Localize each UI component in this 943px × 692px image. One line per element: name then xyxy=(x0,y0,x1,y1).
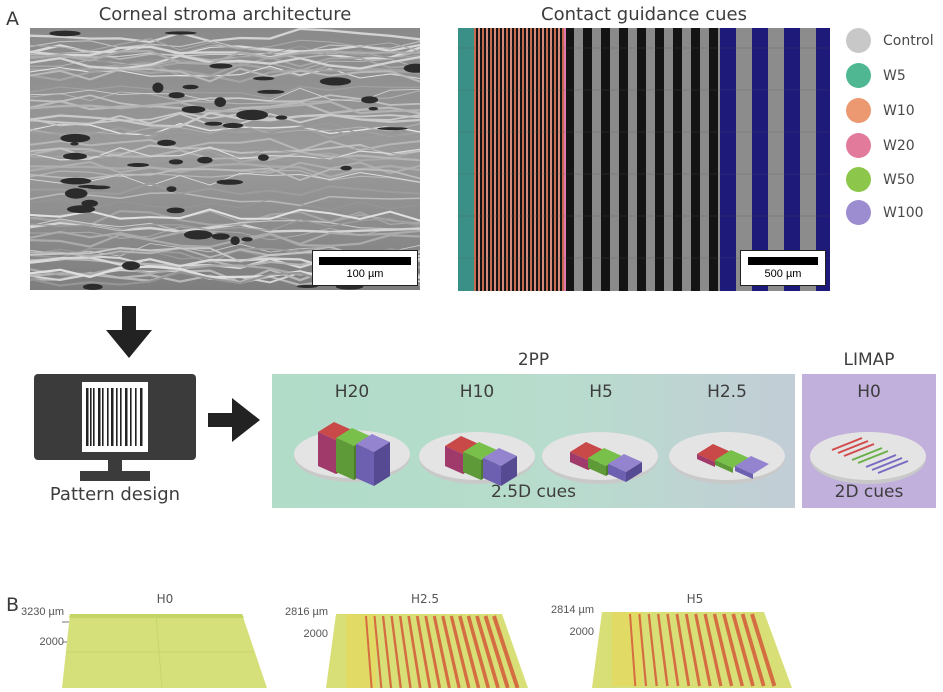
stroma-sem-image xyxy=(30,28,420,290)
guidance-scalebar-line xyxy=(748,256,818,265)
monitor-icon xyxy=(34,374,196,488)
down-arrow-icon xyxy=(106,306,152,362)
legend-label: W50 xyxy=(883,171,915,188)
legend-label: W5 xyxy=(883,67,906,84)
guidance-sem-image xyxy=(458,28,830,291)
height-map-h2-5 xyxy=(326,612,536,692)
legend-item-w100: W100 xyxy=(846,200,924,225)
cue-disc-h20 xyxy=(294,422,410,486)
height-map-h5 xyxy=(592,610,798,692)
map-top-tick-h5: 2814 µm xyxy=(550,604,594,616)
stroma-scalebar-label: 100 µm xyxy=(346,267,384,280)
legend-label: W10 xyxy=(883,102,915,119)
legend-dot-w50 xyxy=(846,167,871,192)
guidance-scalebar-label: 500 µm xyxy=(764,267,802,280)
pp-footer: 2.5D cues xyxy=(491,482,576,502)
legend-label: Control xyxy=(883,32,934,49)
legend-dot-w20 xyxy=(846,133,871,158)
pp-cue-illustrations xyxy=(294,422,785,486)
legend-label: W100 xyxy=(883,204,924,221)
legend-dot-w100 xyxy=(846,200,871,225)
limap-cue-illustration xyxy=(810,432,926,484)
map-title-h2-5: H2.5 xyxy=(410,592,440,606)
stroma-scalebar: 100 µm xyxy=(312,250,418,286)
right-arrow-icon xyxy=(208,398,260,446)
legend-dot-w5 xyxy=(846,63,871,88)
legend-dot-control xyxy=(846,28,871,53)
cue-disc-h5 xyxy=(542,432,658,484)
cue-disc-h2-5 xyxy=(669,432,785,484)
limap-cues-box: H0 2D cues xyxy=(802,374,936,508)
map-top-tick-h0: 3230 µm xyxy=(20,606,64,618)
legend-label: W20 xyxy=(883,137,915,154)
legend-item-w5: W5 xyxy=(846,63,906,88)
map-top-tick-h2-5: 2816 µm xyxy=(284,606,328,618)
cue-label-h5: H5 xyxy=(589,382,613,402)
cue-label-h10: H10 xyxy=(459,382,495,402)
pp-title: 2PP xyxy=(517,350,550,370)
legend-item-w10: W10 xyxy=(846,98,915,123)
legend-item-w20: W20 xyxy=(846,133,915,158)
legend-dot-w10 xyxy=(846,98,871,123)
limap-title: LIMAP xyxy=(843,350,895,370)
cue-label-h20: H20 xyxy=(334,382,370,402)
cue-label-h2-5: H2.5 xyxy=(707,382,747,402)
stroma-title: Corneal stroma architecture xyxy=(98,4,352,25)
pp-cues-box: H20 H10 H5 H2.5 xyxy=(272,374,795,508)
legend-item-control: Control xyxy=(846,28,934,53)
map-mid-tick-h0: 2000 xyxy=(39,636,64,648)
legend-item-w50: W50 xyxy=(846,167,915,192)
map-title-h5: H5 xyxy=(686,592,704,606)
guidance-title: Contact guidance cues xyxy=(541,4,747,25)
limap-footer: 2D cues xyxy=(834,482,904,502)
map-title-h0: H0 xyxy=(156,592,174,606)
pattern-design-label: Pattern design xyxy=(49,484,181,505)
guidance-scalebar: 500 µm xyxy=(740,250,826,286)
map-mid-tick-h2-5: 2000 xyxy=(303,628,328,640)
stroma-scalebar-line xyxy=(319,256,411,265)
height-map-h0 xyxy=(62,610,272,692)
panel-letter-a: A xyxy=(6,8,19,30)
cue-label-h0: H0 xyxy=(857,382,881,402)
map-mid-tick-h5: 2000 xyxy=(569,626,594,638)
cue-disc-h10 xyxy=(419,432,535,486)
panel-letter-b: B xyxy=(6,594,20,616)
